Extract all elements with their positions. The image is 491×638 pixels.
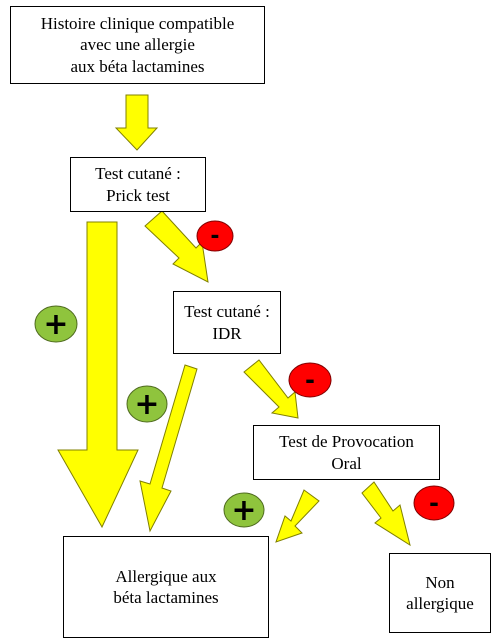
clinical-history-line-1: Histoire clinique compatible [40,14,235,34]
oral-provocation-test-box: Test de Provocation Oral [253,425,440,480]
arrow-tpo-positive-to-allergique [275,489,320,543]
allergic-outcome-box: Allergique aux béta lactamines [63,536,269,638]
clinical-history-line-3: aux béta lactamines [70,56,205,76]
arrow-prick-positive-to-allergique [57,221,139,529]
negative-sign-idr: - [288,362,332,398]
idr-test-line-1: Test cutané : [184,302,270,322]
svg-text:+: + [43,307,68,342]
sign-circles: - + - + + - [34,220,455,528]
idr-test-box: Test cutané : IDR [173,291,281,354]
prick-test-box: Test cutané : Prick test [70,157,206,212]
prick-test-line-2: Prick test [106,185,170,205]
arrow-histoire-to-prick [114,94,159,151]
positive-sign-tpo: + [223,492,265,528]
oral-provocation-line-2: Oral [331,453,362,473]
positive-sign-idr: + [126,385,168,423]
arrow-tpo-negative-to-non [361,481,411,547]
positive-sign-prick: + [34,305,78,343]
oral-provocation-line-1: Test de Provocation [279,432,414,452]
svg-text:+: + [231,493,256,528]
allergic-outcome-line-1: Allergique aux [115,566,217,586]
clinical-history-line-2: avec une allergie [80,35,195,55]
non-allergic-line-1: Non [425,572,455,592]
idr-test-line-2: IDR [212,323,242,343]
non-allergic-line-2: allergique [406,594,474,613]
negative-sign-tpo: - [413,485,455,521]
svg-text:+: + [134,387,159,422]
arrows [57,94,411,547]
non-allergic-outcome-box: Non allergique [389,553,491,633]
negative-sign-prick: - [196,220,234,252]
svg-text:-: - [210,224,219,249]
allergic-outcome-line-2: béta lactamines [113,588,219,607]
svg-text:-: - [429,489,439,517]
arrow-idr-negative-to-tpo [243,359,299,419]
prick-test-line-1: Test cutané : [95,164,181,184]
clinical-history-box: Histoire clinique compatible avec une al… [10,6,265,84]
arrow-prick-negative-to-idr [144,210,209,283]
svg-text:-: - [305,366,315,394]
arrow-idr-positive-to-allergique [139,364,198,533]
